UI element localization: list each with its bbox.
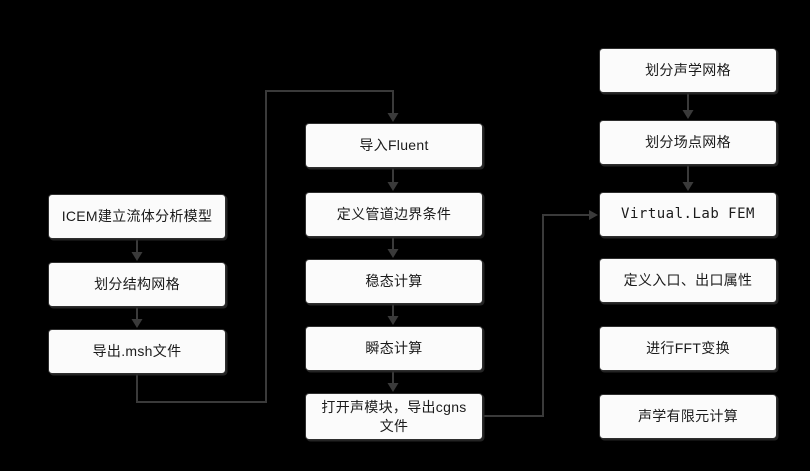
flowchart-node-acoustic-fem-calc[interactable]: 声学有限元计算 [599,394,777,439]
flowchart-node-label: 声学有限元计算 [637,408,739,424]
flowchart-node-label: 导入Fluent [359,137,429,153]
flowchart-edge-cgns-to-virtual-lab [483,210,598,417]
flowchart-node-label: 导出.msh文件 [92,343,182,359]
flowchart-node-acoustic-mesh[interactable]: 划分声学网格 [599,48,777,93]
flowchart-edge-define-bc-to-steady [387,237,399,258]
flowchart-node-export-msh[interactable]: 导出.msh文件 [48,329,226,374]
flowchart-edge-import-to-define-bc [387,168,399,191]
flowchart-arrowhead-icon [387,383,399,392]
flowchart-edge-icem-to-structured [131,239,143,261]
flowchart-edge-field-point-to-virtual-lab [682,165,694,191]
flowchart-node-field-point-mesh[interactable]: 划分场点网格 [599,120,777,165]
flowchart-arrowhead-icon [131,252,143,261]
flowchart-node-label: 划分场点网格 [645,134,731,150]
flowchart-arrowhead-icon [387,182,399,191]
flowchart-node-label: 打开声模块，导出cgns 文件 [321,398,467,434]
flowchart-node-icem-model[interactable]: ICEM建立流体分析模型 [48,194,226,239]
flowchart-arrowhead-icon [387,316,399,325]
flowchart-node-import-fluent[interactable]: 导入Fluent [305,123,483,168]
flowchart-node-label: Virtual.Lab FEM [621,206,755,222]
flowchart-edge-structured-to-export [131,307,143,328]
flowchart-node-label: 瞬态计算 [365,340,423,356]
flowchart-node-label: 稳态计算 [365,273,423,289]
flowchart-edge-steady-to-transient [387,304,399,325]
flowchart-arrowhead-icon [589,210,598,220]
flowchart-node-define-pipe-bc[interactable]: 定义管道边界条件 [305,192,483,237]
flowchart-node-label: ICEM建立流体分析模型 [61,208,213,224]
flowchart-node-transient-calc[interactable]: 瞬态计算 [305,326,483,371]
flowchart-node-label: 定义管道边界条件 [336,206,452,222]
flowchart-arrowhead-icon [682,182,694,191]
flowchart-edge-transient-to-cgns [387,371,399,392]
flowchart-node-fft-transform[interactable]: 进行FFT变换 [599,326,777,371]
flowchart-arrowhead-icon [131,319,143,328]
flowchart-arrowhead-icon [387,249,399,258]
flowchart-arrowhead-icon [387,113,399,122]
flowchart-node-label: 划分声学网格 [645,62,731,78]
flowchart-node-acoustic-module-cgns[interactable]: 打开声模块，导出cgns 文件 [305,393,483,440]
flowchart-node-steady-calc[interactable]: 稳态计算 [305,259,483,304]
flowchart-edge-acoustic-mesh-to-field-point [682,93,694,119]
flowchart-node-virtual-lab-fem[interactable]: Virtual.Lab FEM [599,192,777,237]
flowchart-node-structured-mesh[interactable]: 划分结构网格 [48,262,226,307]
flowchart-node-label: 划分结构网格 [94,276,180,292]
flowchart-node-label: 进行FFT变换 [646,340,730,356]
flowchart-node-label: 定义入口、出口属性 [623,272,753,288]
flowchart-arrowhead-icon [682,110,694,119]
flowchart-node-define-inlet-outlet[interactable]: 定义入口、出口属性 [599,258,777,303]
